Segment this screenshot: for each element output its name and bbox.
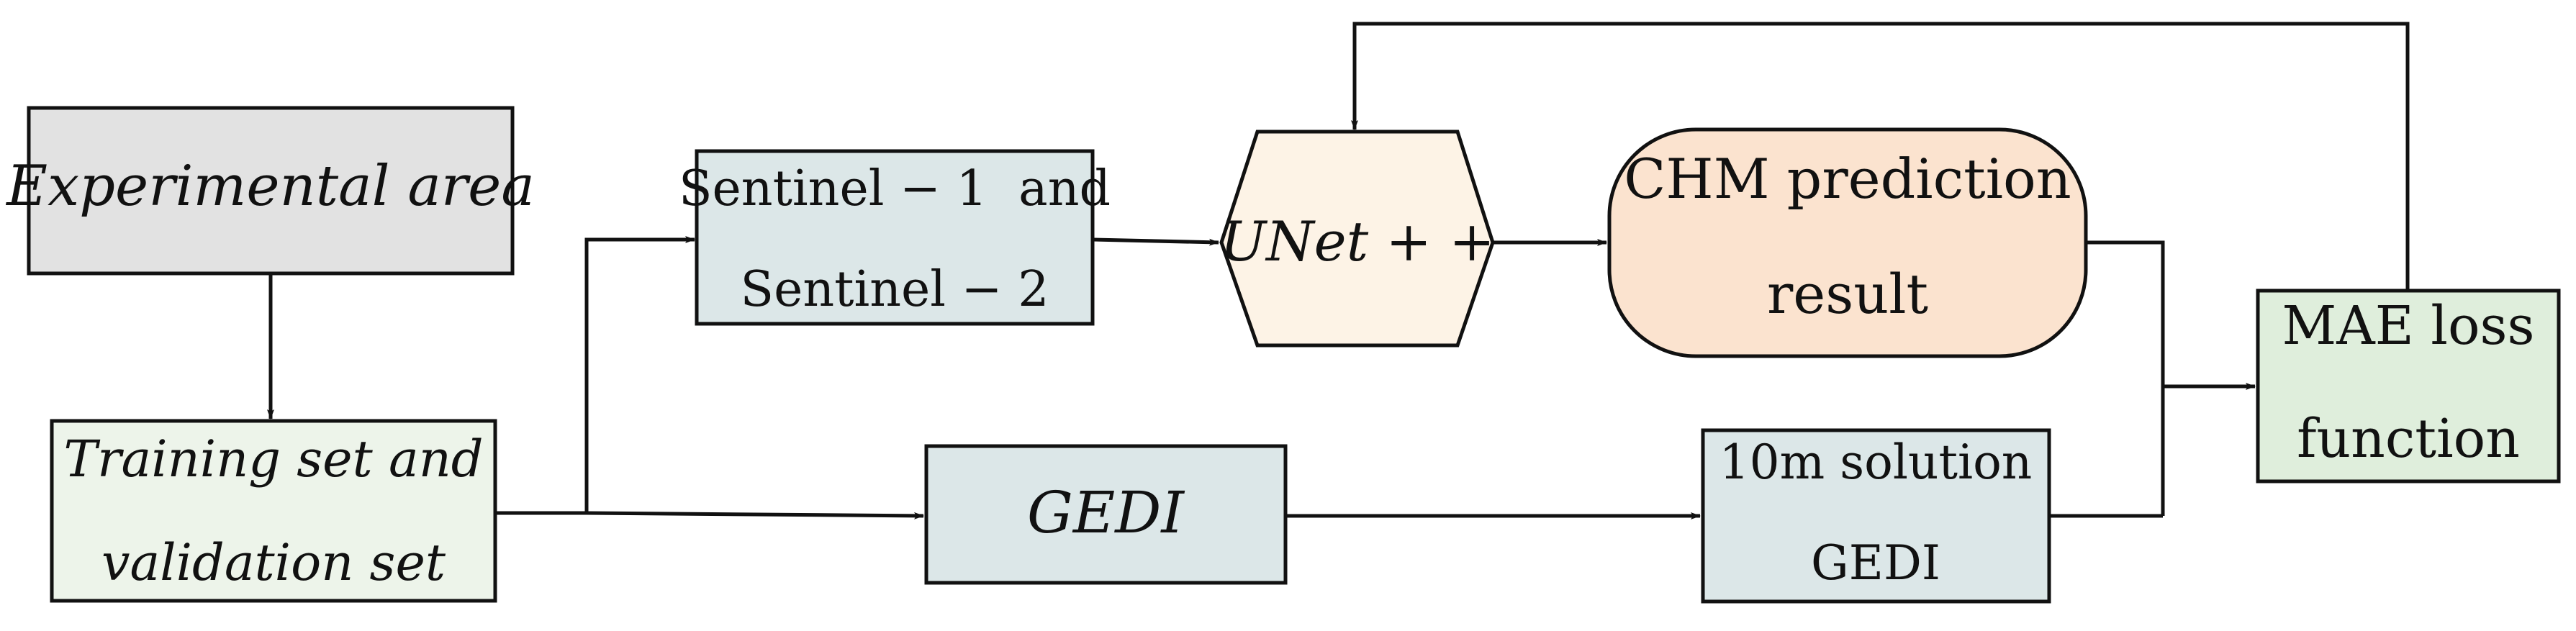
gedi-label: GEDI	[1027, 479, 1185, 546]
chm-label-line2: result	[1767, 262, 1928, 326]
arrow-sentinel-to-unet	[1092, 237, 1219, 246]
node-sentinel: Sentinel − 1 and Sentinel − 2	[679, 149, 1111, 326]
node-chm-result: CHM prediction result	[1607, 127, 2088, 358]
connectors	[267, 22, 2410, 519]
node-unet: UNet + +	[1219, 130, 1495, 348]
arrow-branch-to-sentinel	[584, 236, 695, 513]
node-mae-loss: MAE loss function	[2256, 289, 2561, 484]
arrow-mae-feedback-to-unet	[1351, 22, 2410, 291]
unet-label: UNet + +	[1220, 209, 1495, 273]
experimental-area-label: Experimental area	[5, 154, 535, 219]
node-training-set: Training set and validation set	[50, 419, 497, 603]
node-gedi: GEDI	[924, 444, 1288, 585]
training-set-label-line1: Training set and	[63, 430, 483, 489]
arrow-branch-to-gedi	[586, 511, 924, 519]
node-gedi-10m: 10m solution GEDI	[1701, 428, 2051, 604]
gedi-10m-label-line1: 10m solution	[1719, 435, 2033, 490]
sentinel-label-line2: Sentinel − 2	[741, 261, 1049, 318]
chm-label-line1: CHM prediction	[1624, 147, 2071, 211]
node-experimental-area: Experimental area	[5, 106, 535, 276]
gedi-10m-label-line2: GEDI	[1811, 535, 1940, 591]
mae-label-line2: function	[2297, 408, 2520, 470]
training-set-label-line2: validation set	[101, 533, 446, 592]
sentinel-label-line1: Sentinel − 1 and	[679, 160, 1111, 217]
mae-label-line1: MAE loss	[2282, 295, 2535, 357]
line-chm-to-merge	[2086, 240, 2165, 516]
